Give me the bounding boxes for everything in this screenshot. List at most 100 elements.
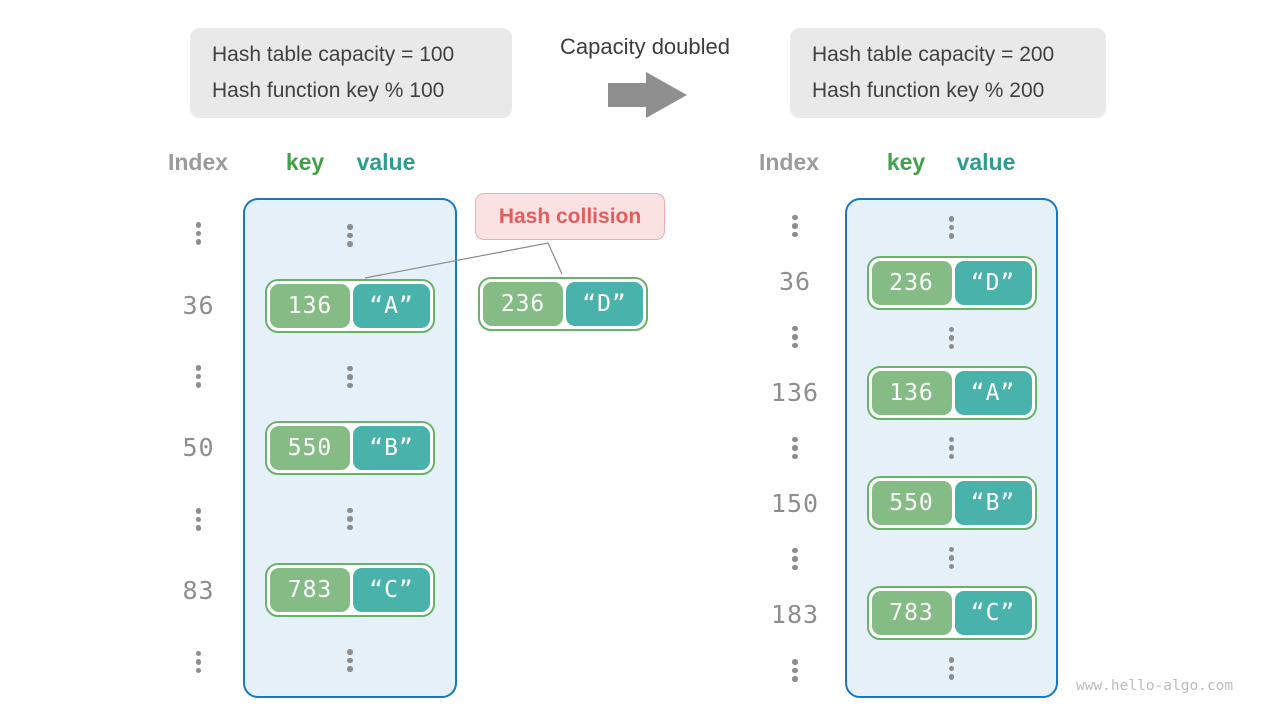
- bucket-row: [245, 483, 455, 554]
- index-label: 136: [770, 377, 820, 407]
- bucket-row: 550“B”: [847, 476, 1056, 531]
- ellipsis-icon: [948, 216, 955, 239]
- index-row: [154, 627, 243, 698]
- index-row: 36: [154, 269, 243, 340]
- key-cell: 550: [871, 481, 952, 526]
- index-label: 83: [182, 576, 215, 606]
- index-row: [745, 420, 845, 476]
- left-header-index: Index: [167, 149, 229, 175]
- index-label: 183: [770, 600, 820, 630]
- hash-table-before: 36 50 83 136“A” 550“B” 783“C”: [154, 198, 457, 698]
- value-cell: “B”: [954, 481, 1032, 526]
- ellipsis-icon: [792, 659, 798, 682]
- index-row: [745, 198, 845, 254]
- index-row: [154, 198, 243, 269]
- bucket-row: [847, 200, 1056, 255]
- ellipsis-icon: [195, 650, 202, 674]
- value-cell: “D”: [566, 282, 643, 326]
- index-column: 36 136 150 183: [745, 198, 845, 698]
- index-row: 150: [745, 476, 845, 532]
- index-column: 36 50 83: [154, 198, 243, 698]
- collision-badge: Hash collision: [475, 193, 665, 240]
- value-cell: “A”: [353, 284, 430, 329]
- ellipsis-icon: [347, 365, 353, 389]
- bucket-row: 136“A”: [245, 271, 455, 342]
- watermark: www.hello-algo.com: [1076, 678, 1234, 694]
- info-box-after: Hash table capacity = 200 Hash function …: [790, 28, 1106, 118]
- right-header-index: Index: [758, 149, 820, 175]
- index-row: 36: [745, 254, 845, 310]
- key-value-pair: 550“B”: [265, 421, 435, 475]
- index-row: 50: [154, 412, 243, 483]
- key-value-pair: 783“C”: [265, 562, 435, 617]
- bucket-row: 550“B”: [245, 413, 455, 484]
- info-before-line1: Hash table capacity = 100: [212, 43, 455, 66]
- info-before-line2: Hash function key % 100: [212, 79, 445, 102]
- ellipsis-icon: [948, 326, 955, 350]
- ellipsis-icon: [792, 325, 798, 349]
- index-label: 36: [182, 290, 215, 320]
- key-cell: 783: [270, 567, 350, 612]
- ellipsis-icon: [792, 214, 798, 238]
- right-header-value: value: [956, 149, 1016, 175]
- bucket-row: 783“C”: [245, 554, 455, 625]
- bucket-row: 783“C”: [847, 586, 1056, 641]
- value-cell: “D”: [954, 260, 1032, 305]
- ellipsis-icon: [792, 547, 798, 571]
- info-after-line2: Hash function key % 200: [812, 79, 1045, 102]
- bucket-row: [847, 531, 1056, 586]
- ellipsis-icon: [195, 365, 202, 388]
- bucket-row: [245, 625, 455, 696]
- key-cell: 550: [270, 426, 350, 470]
- index-row: 136: [745, 365, 845, 421]
- ellipsis-icon: [792, 436, 798, 460]
- collision-pair: 236“D”: [478, 277, 648, 331]
- index-row: 83: [154, 555, 243, 626]
- ellipsis-icon: [195, 508, 202, 531]
- capacity-doubled-arrow-icon: [608, 72, 687, 118]
- key-cell: 236: [871, 260, 952, 305]
- value-cell: “C”: [954, 591, 1032, 636]
- key-value-pair: 236“D”: [866, 255, 1037, 310]
- bucket-row: [847, 310, 1056, 365]
- index-row: 183: [745, 587, 845, 643]
- value-cell: “A”: [954, 370, 1032, 415]
- key-cell: 136: [270, 284, 350, 329]
- bucket-container: 236“D” 136“A” 550“B” 783“C”: [845, 198, 1058, 698]
- bucket-row: [847, 420, 1056, 475]
- value-cell: “C”: [353, 567, 430, 612]
- key-cell: 783: [871, 591, 952, 636]
- key-cell: 236: [483, 282, 563, 326]
- key-value-pair: 136“A”: [265, 279, 435, 334]
- value-cell: “B”: [353, 426, 430, 470]
- ellipsis-icon: [948, 436, 955, 460]
- index-row: [745, 531, 845, 587]
- index-row: [154, 484, 243, 555]
- left-header-key: key: [285, 149, 325, 175]
- bucket-row: [245, 342, 455, 413]
- index-label: 36: [778, 266, 812, 296]
- bucket-row: [847, 641, 1056, 696]
- bucket-container: 136“A” 550“B” 783“C”: [243, 198, 457, 698]
- key-value-pair: 136“A”: [866, 365, 1037, 420]
- key-cell: 136: [871, 370, 952, 415]
- info-after-line1: Hash table capacity = 200: [812, 43, 1055, 66]
- index-row: [745, 309, 845, 365]
- index-label: 150: [770, 489, 820, 519]
- ellipsis-icon: [948, 546, 955, 570]
- key-value-pair: 236“D”: [478, 277, 648, 331]
- ellipsis-icon: [195, 222, 202, 245]
- bucket-row: 236“D”: [847, 255, 1056, 310]
- bucket-row: [245, 200, 455, 271]
- right-header-key: key: [886, 149, 926, 175]
- index-row: [745, 643, 845, 699]
- key-value-pair: 550“B”: [866, 476, 1037, 531]
- index-row: [154, 341, 243, 412]
- transition-label: Capacity doubled: [559, 34, 730, 59]
- bucket-row: 136“A”: [847, 365, 1056, 420]
- ellipsis-icon: [347, 224, 353, 247]
- ellipsis-icon: [347, 507, 353, 531]
- ellipsis-icon: [347, 649, 353, 672]
